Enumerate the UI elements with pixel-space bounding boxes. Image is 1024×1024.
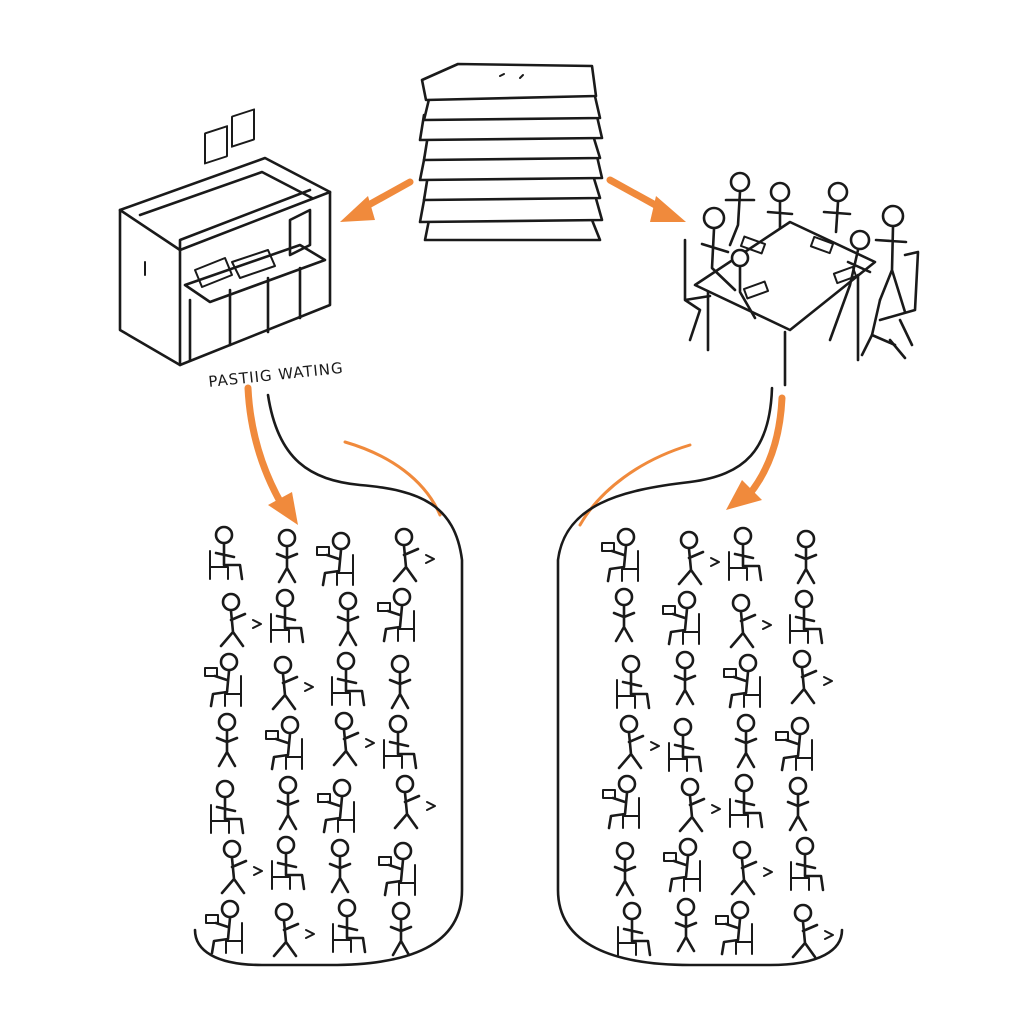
stick-figure-icon [219, 592, 262, 648]
stick-figure-icon [790, 649, 833, 705]
stick-figure-icon [794, 529, 818, 585]
stick-figure-icon [272, 902, 315, 958]
stick-figure-icon [205, 899, 243, 955]
stick-figure-icon [383, 714, 418, 770]
office-caption: PASTIIG WATING [207, 359, 344, 391]
stick-figure-icon [617, 714, 660, 770]
stick-figure-icon [613, 841, 637, 897]
office-cubicle-icon [118, 108, 332, 367]
stick-figure-icon [730, 840, 773, 896]
stick-figure-icon [204, 652, 242, 708]
accent-curve-left [343, 440, 442, 517]
stick-figure-icon [775, 716, 813, 772]
stick-figure-icon [601, 527, 639, 583]
stick-figure-icon [790, 836, 825, 892]
seated-person-icon [870, 204, 908, 347]
right-crowd-container [556, 386, 844, 967]
stick-figure-icon [617, 901, 652, 957]
stick-figure-icon [668, 717, 703, 773]
arrow-to-meeting [606, 176, 686, 222]
stick-figure-icon [388, 654, 412, 710]
arrow-to-office [340, 178, 414, 222]
stick-figure-icon [612, 587, 636, 643]
stick-figure-icon [677, 530, 720, 586]
stick-figure-icon [265, 715, 303, 771]
left-crowd [204, 525, 436, 958]
seated-person-icon [828, 229, 872, 342]
stick-figure-icon [210, 779, 245, 835]
stick-figure-icon [674, 897, 698, 953]
stick-figure-icon [378, 841, 416, 897]
stick-figure-icon [678, 777, 721, 833]
right-crowd [601, 526, 834, 959]
stick-figure-icon [276, 775, 300, 831]
stick-figure-icon [786, 776, 810, 832]
stick-figure-icon [220, 839, 263, 895]
meeting-group-icon [683, 171, 920, 387]
stick-figure-icon [602, 774, 640, 830]
stick-figure-icon [332, 711, 375, 767]
stick-figure-icon [215, 712, 239, 768]
arrow-meeting-to-right-crowd [726, 394, 786, 510]
stick-figure-icon [729, 773, 764, 829]
arrow-office-to-left-crowd [244, 384, 298, 525]
stick-figure-icon [392, 527, 435, 583]
stick-figure-icon [734, 713, 758, 769]
stick-figure-icon [728, 526, 763, 582]
stick-figure-icon [662, 590, 700, 646]
stick-figure-icon [789, 589, 824, 645]
left-crowd-container [193, 393, 464, 967]
accent-curve-right [578, 443, 692, 527]
stick-figure-icon [389, 901, 413, 957]
stick-figure-icon [723, 653, 761, 709]
stick-figure-icon [332, 898, 367, 954]
stick-figure-icon [791, 903, 834, 959]
seated-person-icon [724, 171, 756, 247]
stick-figure-icon [316, 531, 354, 587]
stick-figure-icon [271, 655, 314, 711]
stick-figure-icon [616, 654, 651, 710]
seated-person-icon [730, 248, 757, 320]
stick-figure-icon [673, 650, 697, 706]
stick-figure-icon [377, 587, 415, 643]
stick-figure-icon [331, 651, 366, 707]
paper-stack-icon [418, 62, 604, 242]
stick-figure-icon [729, 593, 772, 649]
stick-figure-icon [275, 528, 299, 584]
stick-figure-icon [393, 774, 436, 830]
stick-figure-icon [270, 588, 305, 644]
stick-figure-icon [209, 525, 244, 581]
seated-person-icon [700, 206, 737, 292]
seated-person-icon [822, 181, 852, 234]
stick-figure-icon [663, 837, 701, 893]
stick-figure-icon [271, 835, 306, 891]
seated-person-icon [766, 181, 794, 230]
stick-figure-icon [336, 591, 360, 647]
stick-figure-icon [328, 838, 352, 894]
stick-figure-icon [715, 900, 753, 956]
stick-figure-icon [317, 778, 355, 834]
